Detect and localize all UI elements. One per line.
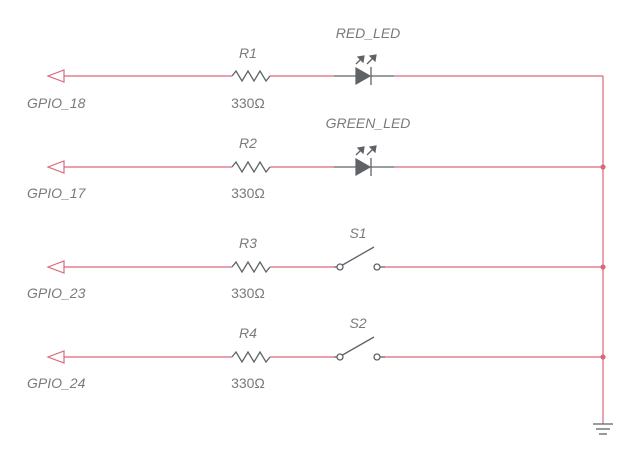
switch-icon[interactable] — [334, 336, 385, 361]
resistor-ref-label: R4 — [239, 325, 257, 341]
resistor-ref-label: R3 — [239, 235, 257, 251]
off-page-port-icon[interactable] — [46, 350, 65, 364]
resistor-icon[interactable] — [231, 69, 271, 83]
port-label: GPIO_18 — [27, 95, 86, 111]
port-label: GPIO_17 — [27, 185, 87, 201]
resistor-icon[interactable] — [231, 160, 271, 174]
resistor-icon[interactable] — [231, 260, 271, 274]
resistor-value-label: 330Ω — [231, 285, 265, 301]
off-page-port-icon[interactable] — [46, 260, 65, 274]
resistor-value-label: 330Ω — [231, 95, 265, 111]
led-ref-label: GREEN_LED — [326, 115, 411, 131]
switch-icon[interactable] — [334, 246, 385, 271]
resistor-icon[interactable] — [231, 350, 271, 364]
led-icon[interactable] — [334, 145, 394, 177]
resistor-value-label: 330Ω — [231, 185, 265, 201]
circuit-row-4: GPIO_24 R4 330Ω S2 — [27, 315, 606, 391]
port-label: GPIO_24 — [27, 375, 86, 391]
ground-icon[interactable] — [593, 423, 613, 435]
resistor-ref-label: R1 — [239, 45, 257, 61]
led-icon[interactable] — [334, 54, 394, 86]
port-label: GPIO_23 — [27, 285, 86, 301]
switch-ref-label: S1 — [349, 225, 366, 241]
off-page-port-icon[interactable] — [46, 160, 65, 174]
switch-ref-label: S2 — [349, 315, 366, 331]
circuit-row-3: GPIO_23 R3 330Ω S1 — [27, 225, 606, 301]
circuit-row-2: GPIO_17 R2 330Ω GREEN_LED — [27, 115, 606, 201]
resistor-ref-label: R2 — [239, 135, 257, 151]
circuit-row-1: GPIO_18 R1 330Ω RED_LED — [27, 25, 603, 111]
off-page-port-icon[interactable] — [46, 69, 65, 83]
led-ref-label: RED_LED — [336, 25, 401, 41]
resistor-value-label: 330Ω — [231, 375, 265, 391]
